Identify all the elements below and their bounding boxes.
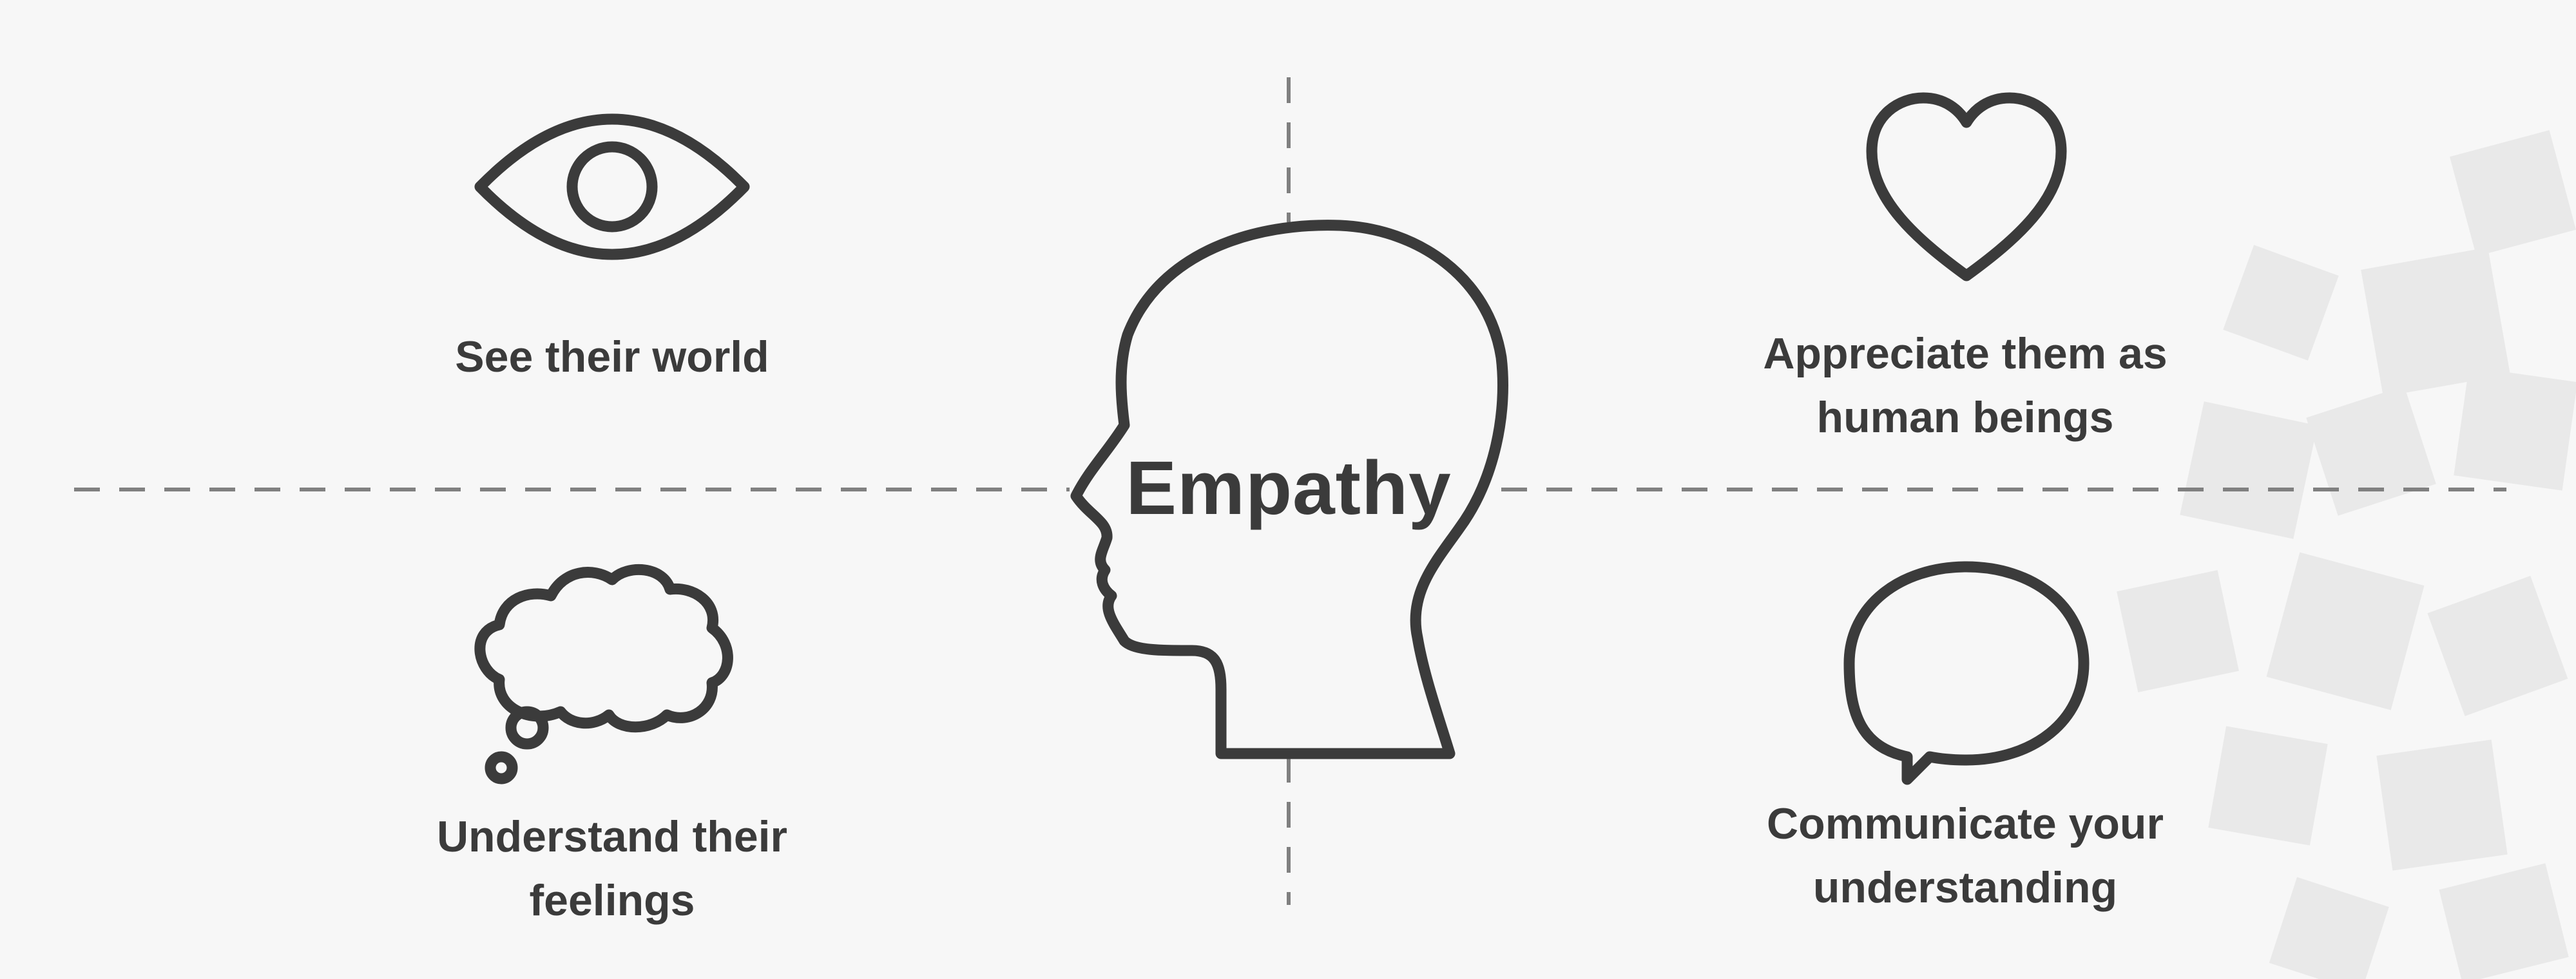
label-line: See their world	[455, 332, 769, 381]
speech-bubble-icon	[1843, 561, 2090, 785]
head-profile-icon	[1070, 220, 1508, 759]
center-title-empathy: Empathy	[1126, 446, 1452, 531]
eye-icon	[474, 113, 750, 260]
label-line: Communicate your	[1767, 799, 2164, 848]
label-line: human beings	[1816, 392, 2114, 442]
label-line: Understand their	[436, 812, 788, 861]
thought-bubble-icon	[474, 564, 733, 784]
heart-icon	[1866, 92, 2067, 281]
label-line: Appreciate them as	[1763, 329, 2167, 378]
label-communicate-understanding: Communicate your understanding	[1707, 792, 2223, 919]
label-see-their-world: See their world	[387, 325, 838, 389]
label-understand-feelings: Understand their feelings	[387, 805, 838, 932]
label-line: understanding	[1812, 862, 2118, 912]
label-appreciate-them: Appreciate them as human beings	[1707, 322, 2223, 449]
label-line: feelings	[529, 875, 695, 925]
